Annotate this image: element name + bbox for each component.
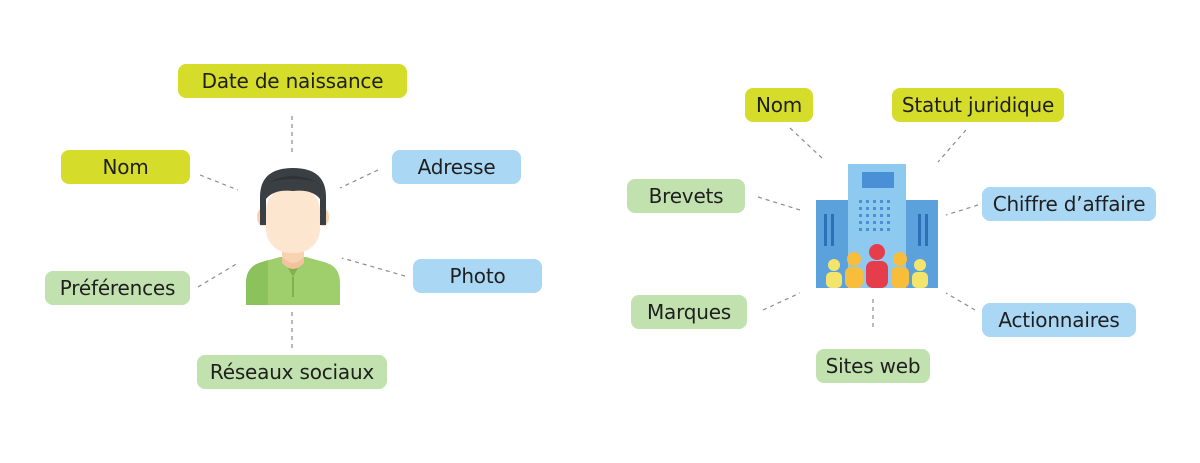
tag-actionnaires: Actionnaires [982,303,1136,337]
tag-nom-person: Nom [61,150,190,184]
tag-chiffre-affaire: Chiffre d’affaire [982,187,1156,221]
tag-statut-juridique: Statut juridique [892,88,1064,122]
tag-marques: Marques [631,295,747,329]
person-icon [246,168,340,305]
tag-nom-company: Nom [745,88,813,122]
building-with-people-icon [816,164,938,288]
tag-preferences: Préférences [45,271,190,305]
tag-photo: Photo [413,259,542,293]
tag-reseaux-sociaux: Réseaux sociaux [197,355,387,389]
tag-adresse: Adresse [392,150,521,184]
tag-date-de-naissance: Date de naissance [178,64,407,98]
tag-brevets: Brevets [627,179,745,213]
tag-sites-web: Sites web [816,349,930,383]
